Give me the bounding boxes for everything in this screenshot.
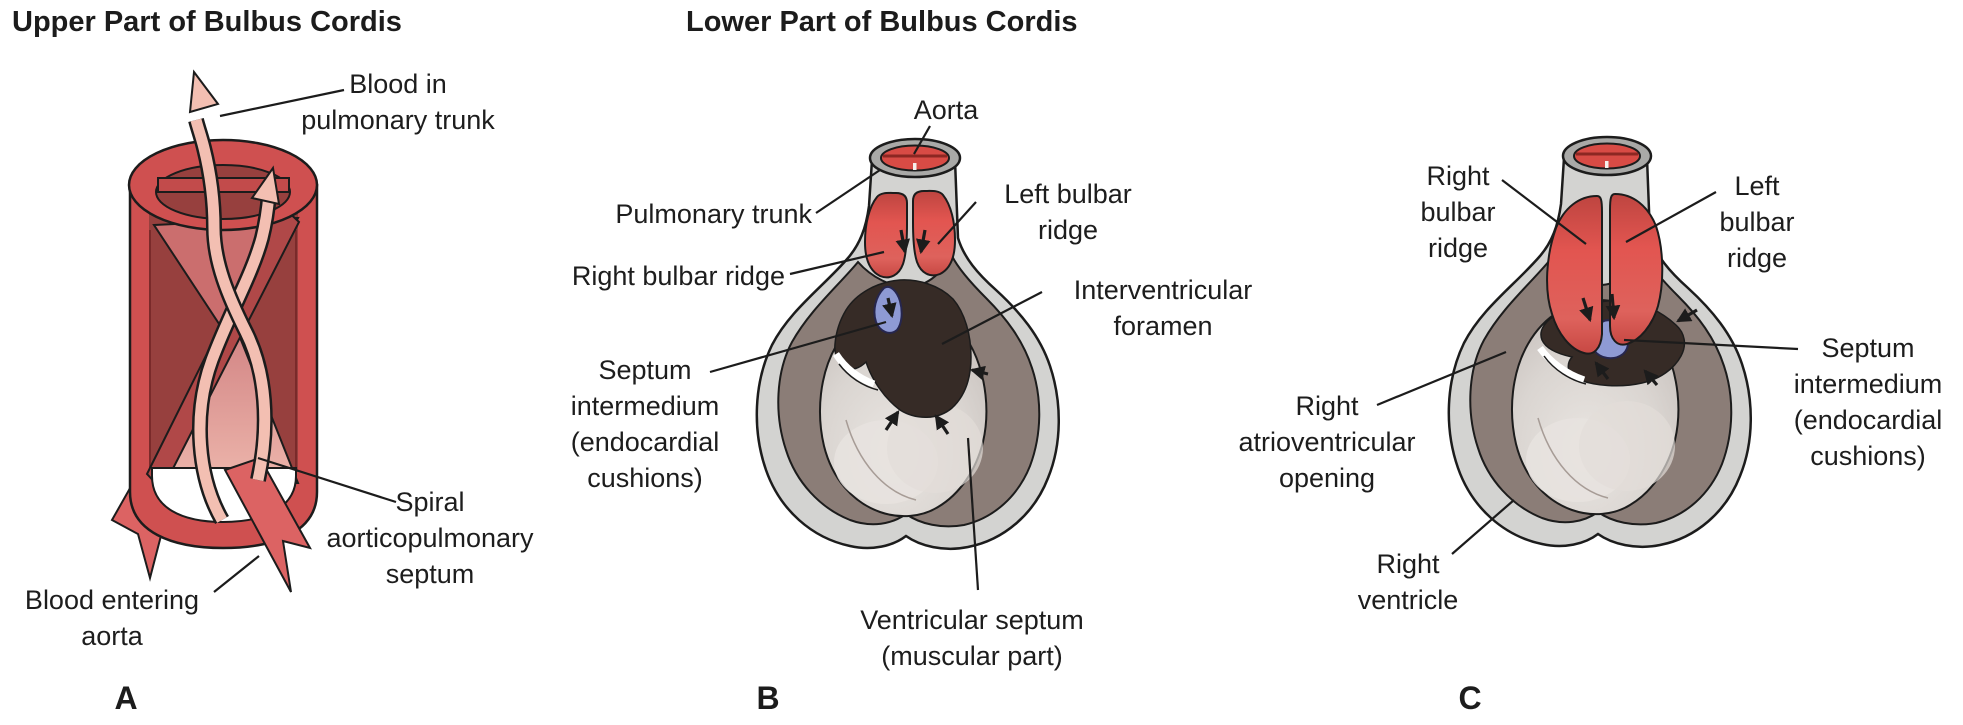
septum-intermedium-blue-b — [873, 285, 903, 334]
label-right-atrioventricular-opening-c: Right atrioventricular opening — [1238, 391, 1416, 493]
leader-pulmonary-trunk-b — [815, 169, 881, 214]
leader-aorta-b — [913, 125, 931, 155]
label-ventricular-septum-b: Ventricular septum (muscular part) — [860, 605, 1084, 671]
white-sliver-edge-b — [838, 363, 879, 391]
label-right-bulbar-ridge-b: Right bulbar ridge — [571, 261, 785, 291]
leader-interventricular-foramen-b — [941, 291, 1043, 345]
label-left-bulbar-ridge-b: Left bulbar ridge — [1004, 179, 1132, 245]
label-blood-entering-aorta: Blood entering aorta — [24, 585, 200, 651]
label-right-bulbar-ridge-c: Right bulbar ridge — [1420, 161, 1496, 263]
trabecular-line-c — [1537, 417, 1609, 499]
panel-b-title: Lower Part of Bulbus Cordis — [686, 6, 1078, 38]
label-left-bulbar-ridge-c: Left bulbar ridge — [1719, 171, 1795, 273]
label-aorta-b: Aorta — [913, 95, 979, 125]
label-septum-intermedium-b: Septum intermedium (endocardial cushions… — [570, 355, 720, 493]
blood-stream-inner-arrow — [191, 165, 281, 524]
opening-tick-b — [913, 163, 917, 170]
leader-right-ventricle-c — [1451, 499, 1515, 555]
left-bulbar-ridge-shape-b — [912, 189, 957, 277]
leader-lines — [213, 88, 1799, 593]
panel-a-title: Upper Part of Bulbus Cordis — [12, 6, 402, 38]
leader-right-bulbar-ridge-c — [1501, 179, 1587, 245]
leader-right-bulbar-ridge-b — [789, 250, 885, 276]
leader-left-bulbar-ridge-c — [1625, 191, 1717, 243]
white-sliver-c — [1537, 345, 1586, 384]
leader-septum-intermedium-b — [709, 320, 887, 374]
septum-top-bar — [157, 177, 290, 193]
leader-blood-in-pulmonary-trunk — [219, 88, 345, 118]
foramen-region-b — [834, 279, 972, 418]
white-sliver-b — [833, 352, 876, 388]
flow-arrows-b — [882, 229, 989, 435]
label-spiral-aorticopulmonary-septum: Spiral aorticopulmonary septum — [326, 487, 534, 589]
leader-blood-entering-aorta — [213, 555, 260, 593]
panel-c-illustration — [1447, 135, 1752, 549]
aorta-opening-b — [880, 144, 950, 172]
leader-left-bulbar-ridge-b — [937, 201, 977, 245]
panel-b-illustration — [755, 137, 1060, 551]
label-septum-intermedium-c: Septum intermedium (endocardial cushions… — [1793, 333, 1943, 471]
leader-ventricular-septum-b — [966, 437, 980, 591]
panel-a-illustration — [110, 69, 319, 593]
trabecular-line-b — [845, 419, 917, 501]
aorta-opening-c — [1573, 142, 1641, 170]
leader-right-atrioventricular-opening-c — [1376, 350, 1507, 407]
opening-tick-c — [1605, 161, 1609, 168]
leader-septum-intermedium-c — [1623, 338, 1799, 351]
label-pulmonary-trunk-b: Pulmonary trunk — [615, 199, 812, 229]
trabecular-highlight-b2 — [887, 403, 983, 493]
right-bulbar-ridge-shape-b — [863, 191, 908, 279]
label-interventricular-foramen-b: Interventricular foramen — [1073, 275, 1253, 341]
panel-b-letter: B — [756, 680, 780, 716]
leader-spiral-septum — [257, 456, 397, 504]
panel-a-letter: A — [114, 680, 138, 716]
trabecular-highlight-c2 — [1579, 401, 1675, 491]
blood-stream-pulmonary-arrow — [188, 69, 273, 482]
flow-arrows-c — [1579, 293, 1698, 387]
white-sliver-edge-c — [1543, 355, 1587, 385]
label-blood-in-pulmonary-trunk: Blood in pulmonary trunk — [301, 69, 495, 135]
label-right-ventricle-c: Right ventricle — [1357, 549, 1459, 615]
panel-c-letter: C — [1458, 680, 1482, 716]
